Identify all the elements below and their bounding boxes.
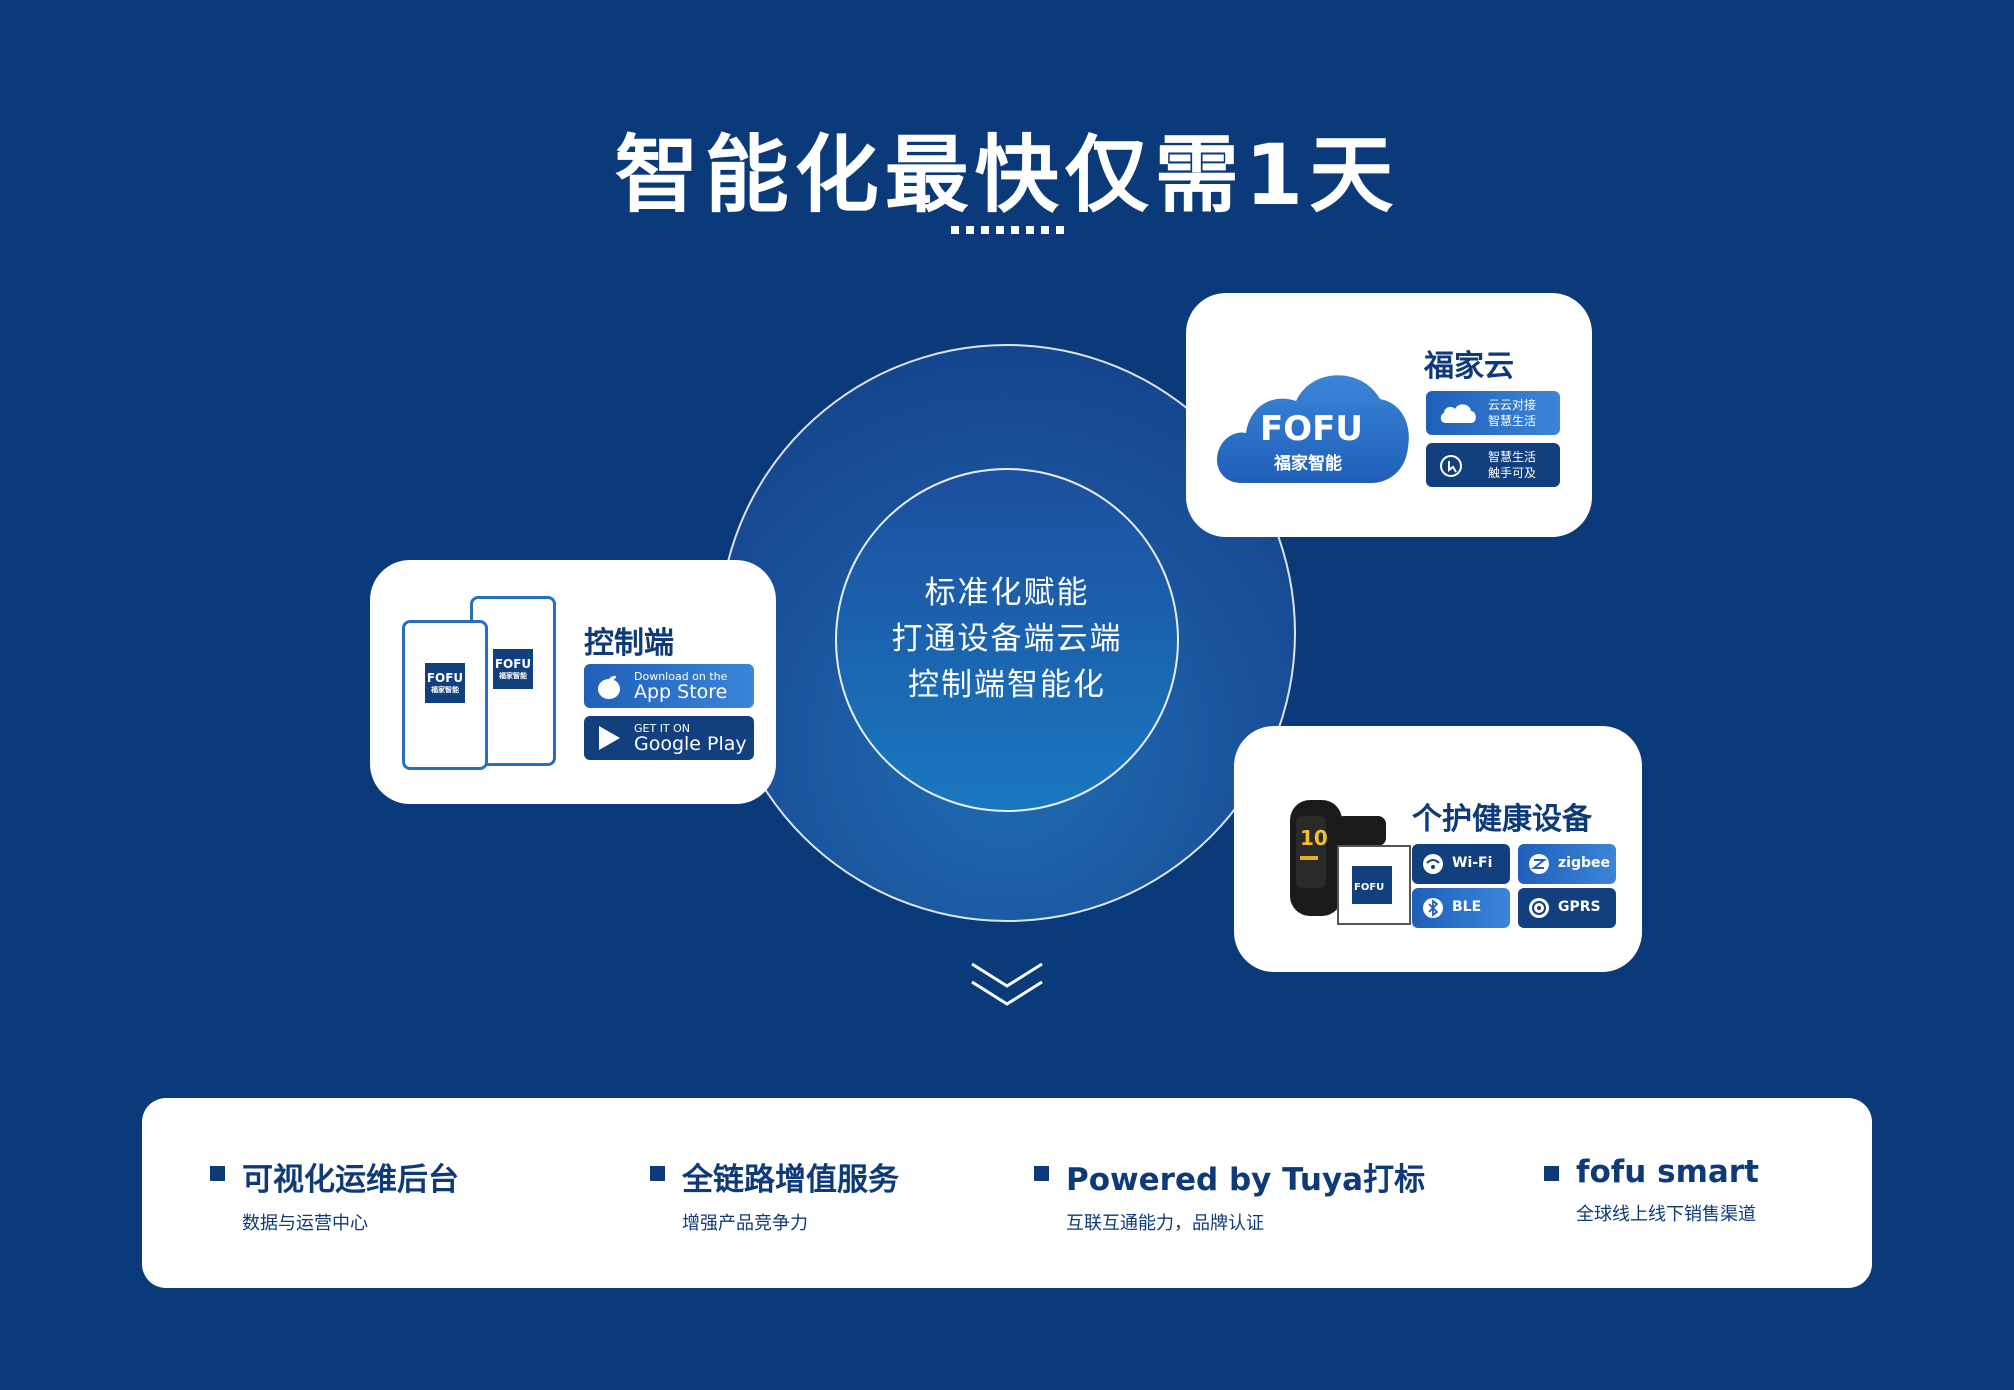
health-card: 10 FOFU 个护健康设备 Wi-Fi zigbee BLE GPRS	[1234, 726, 1642, 972]
smart-band-icon	[1290, 800, 1411, 925]
feature-item: 可视化运维后台 数据与运营中心	[210, 1154, 459, 1235]
cloud-pill-1: 云云对接 智慧生活	[1426, 391, 1560, 435]
app-store-button[interactable]: Download on the App Store	[584, 664, 754, 708]
center-line-3: 控制端智能化	[908, 667, 1106, 703]
title-dots-divider	[951, 226, 1064, 234]
touch-icon	[1440, 455, 1462, 477]
page-title: 智能化最快仅需1天	[614, 126, 1400, 224]
chip-label: FOFU	[1354, 882, 1385, 893]
cloud-icon	[1216, 375, 1409, 483]
feature-item: fofu smart 全球线上线下销售渠道	[1544, 1154, 1759, 1226]
center-text: 标准化赋能 打通设备端云端 控制端智能化	[835, 570, 1179, 708]
control-card: FOFU 福家智能 FOFU 福家智能 控制端 Download on the …	[370, 560, 776, 804]
band-time: 10	[1300, 826, 1328, 850]
cloud-card: FOFU 福家智能 福家云 云云对接 智慧生活 智慧生活 触手可及	[1186, 293, 1592, 537]
cloud-card-title: 福家云	[1424, 349, 1514, 384]
gprs-tag: GPRS	[1518, 888, 1616, 928]
inner-circle	[835, 468, 1179, 812]
zigbee-icon	[1529, 854, 1549, 874]
bullet-square	[210, 1166, 225, 1181]
app-logo: FOFU 福家智能	[493, 649, 533, 689]
zigbee-tag: zigbee	[1518, 844, 1616, 884]
feature-item: 全链路增值服务 增强产品竞争力	[650, 1154, 899, 1235]
bluetooth-icon	[1423, 898, 1443, 918]
cloud-icon	[1440, 404, 1476, 423]
ble-tag: BLE	[1412, 888, 1510, 928]
google-play-button[interactable]: GET IT ON Google Play	[584, 716, 754, 760]
cloud-logo-sub: 福家智能	[1274, 454, 1342, 474]
bullet-square	[1544, 1166, 1559, 1181]
wifi-tag: Wi-Fi	[1412, 844, 1510, 884]
wifi-icon	[1423, 854, 1443, 874]
center-line-2: 打通设备端云端	[891, 621, 1123, 657]
play-icon	[599, 726, 620, 750]
apple-icon	[598, 675, 620, 699]
health-card-title: 个护健康设备	[1412, 802, 1592, 837]
feature-item: Powered by Tuya打标 互联互通能力，品牌认证	[1034, 1154, 1425, 1235]
cloud-logo-text: FOFU	[1260, 409, 1363, 449]
phone-front: FOFU 福家智能	[402, 620, 488, 770]
chevron-down-icon	[971, 962, 1043, 1006]
app-logo: FOFU 福家智能	[425, 663, 465, 703]
bullet-square	[1034, 1166, 1049, 1181]
bullet-square	[650, 1166, 665, 1181]
features-bar: 可视化运维后台 数据与运营中心 全链路增值服务 增强产品竞争力 Powered …	[142, 1098, 1872, 1288]
center-line-1: 标准化赋能	[924, 575, 1090, 611]
cloud-pill-2: 智慧生活 触手可及	[1426, 443, 1560, 487]
control-card-title: 控制端	[584, 626, 674, 661]
gprs-icon	[1529, 898, 1549, 918]
